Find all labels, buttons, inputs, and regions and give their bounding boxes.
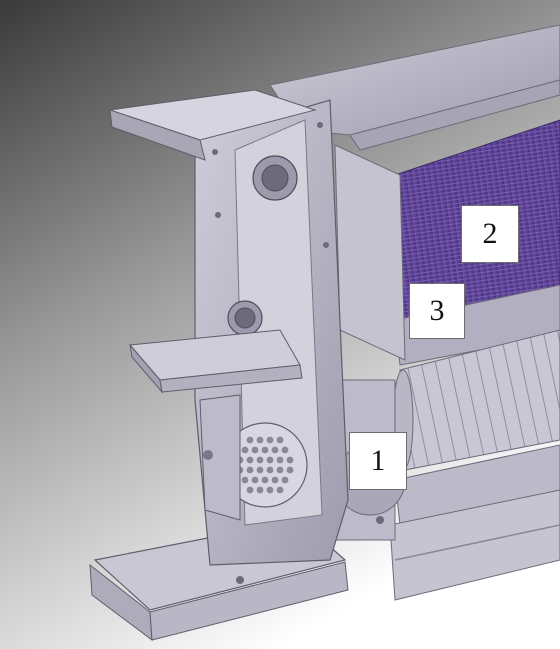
top-casing-lip (349, 79, 560, 151)
lower-rail-front (389, 489, 560, 601)
top-cap-front (109, 109, 206, 161)
callout-label-2: 2 (461, 205, 519, 263)
lower-rail (394, 444, 560, 526)
callout-label-3: 3 (409, 283, 465, 339)
callout-label-1: 1 (349, 432, 407, 490)
mounting-bracket (199, 394, 241, 521)
side-baffle (334, 144, 406, 361)
screws (212, 122, 384, 584)
drain-pan-edge (149, 561, 349, 641)
